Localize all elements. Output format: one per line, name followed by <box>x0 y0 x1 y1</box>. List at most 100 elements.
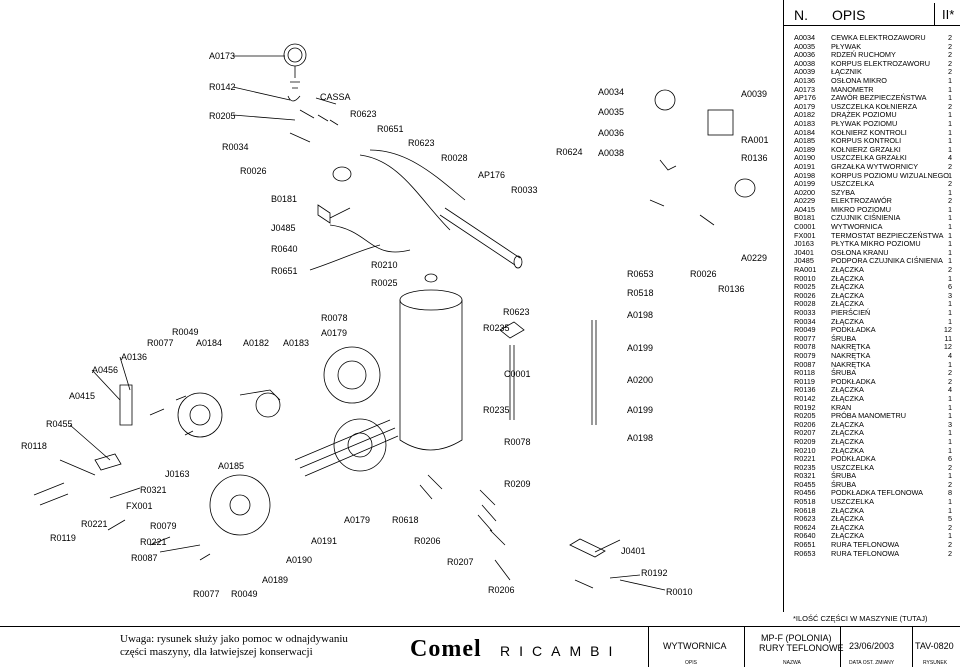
part-code: A0038 <box>794 58 816 68</box>
part-description: ZŁĄCZKA <box>831 436 864 446</box>
part-description: NAKRĘTKA <box>831 350 871 360</box>
callout-label: R0235 <box>483 405 510 415</box>
part-quantity: 2 <box>947 58 952 68</box>
part-quantity: 2 <box>947 179 952 189</box>
part-quantity: 1 <box>947 170 952 180</box>
part-description: USZCZELKA GRZAŁKI <box>831 153 907 163</box>
part-code: A0136 <box>794 75 816 85</box>
part-description: ZAWÓR BEZPIECZEŃSTWA <box>831 93 927 103</box>
part-code: A0184 <box>794 127 816 137</box>
part-quantity: 1 <box>947 230 952 240</box>
part-description: WYTWORNICA <box>831 222 883 232</box>
callout-label: R0136 <box>718 284 745 294</box>
callout-label: R0209 <box>504 479 531 489</box>
part-code: R0192 <box>794 402 816 412</box>
part-quantity: 2 <box>947 462 952 472</box>
callout-label: AP176 <box>478 170 506 180</box>
part-quantity: 1 <box>947 505 952 515</box>
part-quantity: 2 <box>947 196 952 206</box>
callout-label: R0623 <box>503 307 530 317</box>
callout-label: R0025 <box>371 278 398 288</box>
part-quantity: 3 <box>947 290 952 300</box>
part-quantity: 1 <box>947 136 952 146</box>
callout-label: R0078 <box>321 313 348 323</box>
part-code: A0229 <box>794 196 816 206</box>
callout-label: R0078 <box>504 437 531 447</box>
part-description: PIERŚCIEŃ <box>831 308 871 317</box>
part-quantity: 1 <box>947 144 952 154</box>
part-code: A0198 <box>794 170 816 180</box>
callout-label: A0189 <box>262 575 289 585</box>
callout-label: RA001 <box>741 135 769 145</box>
date-cell: 23/06/2003 DATA OST. ZMIANY <box>840 627 913 667</box>
part-code: A0035 <box>794 41 816 51</box>
part-code: R0653 <box>794 548 816 558</box>
part-code: A0185 <box>794 136 816 146</box>
part-code: FX001 <box>794 230 816 240</box>
part-code: R0205 <box>794 411 816 421</box>
part-description: ZŁĄCZKA <box>831 445 864 455</box>
part-description: ZŁĄCZKA <box>831 531 864 541</box>
part-quantity: 1 <box>947 428 952 438</box>
callout-label: R0049 <box>231 589 258 599</box>
callout-label: A0183 <box>283 338 310 348</box>
callout-label: R0210 <box>371 260 398 270</box>
part-description: KORPUS POZIOMU WIZUALNEGO <box>831 170 949 180</box>
brand-logo-suffix: RICAMBI <box>500 643 622 659</box>
callout-label: A0456 <box>92 365 119 375</box>
part-description: ZŁĄCZKA <box>831 290 864 300</box>
part-quantity: 2 <box>947 540 952 550</box>
part-quantity: 2 <box>947 479 952 489</box>
part-code: C0001 <box>794 222 816 232</box>
quantity-column-header: II* <box>942 7 955 22</box>
callout-label: CASSA <box>320 92 351 102</box>
brand-logo: Comel RICAMBI <box>400 627 648 667</box>
callout-label: R0205 <box>209 111 236 121</box>
callout-label: R0118 <box>21 441 47 451</box>
part-code: A0039 <box>794 67 816 77</box>
callout-label: B0181 <box>271 194 298 204</box>
part-code: R0026 <box>794 290 816 300</box>
part-code: A0034 <box>794 33 816 42</box>
part-quantity: 2 <box>947 368 952 378</box>
part-quantity: 6 <box>947 454 952 464</box>
drawing-number-cell: TAV-0820 RYSUNEK <box>912 627 960 667</box>
part-description: PODKŁADKA <box>831 454 876 464</box>
part-code: R0455 <box>794 479 816 489</box>
group-name: WYTWORNICA <box>663 641 727 651</box>
part-quantity: 1 <box>947 222 952 232</box>
part-description: NAKRĘTKA <box>831 359 871 369</box>
callout-label: R0077 <box>147 338 174 348</box>
part-description: PODKŁADKA TEFLONOWA <box>831 488 924 498</box>
part-quantity: 1 <box>947 75 952 85</box>
title-block: Uwaga: rysunek służy jako pomoc w odnajd… <box>0 626 960 667</box>
part-description: MIKRO POZIOMU <box>831 204 891 214</box>
part-quantity: 4 <box>947 153 952 163</box>
part-description: ŚRUBA <box>831 368 857 378</box>
part-code: R0034 <box>794 316 816 326</box>
model-line-2: RURY TEFLONOWE <box>759 643 844 653</box>
column-description-header: OPIS <box>832 7 866 23</box>
part-quantity: 1 <box>947 247 952 257</box>
part-code: R0206 <box>794 419 816 429</box>
part-description: ZŁĄCZKA <box>831 265 864 275</box>
part-quantity: 2 <box>947 33 952 42</box>
